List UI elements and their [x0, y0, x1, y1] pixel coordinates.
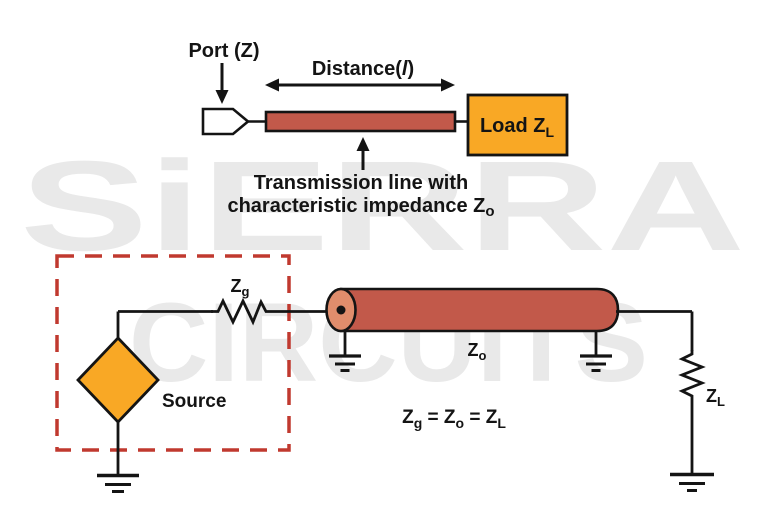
equation-sub3: L: [497, 415, 506, 431]
zl-label-main: Z: [706, 386, 717, 406]
load-label-main: Load Z: [480, 115, 546, 137]
zo-label-main: Z: [468, 340, 479, 360]
distance-arrowhead-right-icon: [441, 78, 455, 92]
impedance-matching-equation: Zg = Zo = ZL: [402, 407, 506, 431]
load-box-label: Load ZL: [480, 115, 555, 140]
resistor-zg-icon: [211, 297, 272, 326]
zg-label-main: Z: [231, 276, 242, 296]
port-label: Port (Z): [188, 40, 259, 62]
ground-icon-right: [580, 331, 612, 372]
resistor-zl-icon: [678, 350, 706, 403]
distance-arrowhead-left-icon: [265, 78, 279, 92]
zo-label: Zo: [468, 340, 487, 363]
caption-arrowhead-icon: [356, 137, 370, 151]
source-dashed-outline: [55, 254, 291, 452]
ground-icon-left: [329, 331, 361, 372]
zl-label-sub: L: [717, 394, 725, 409]
watermark-sierra: SiERRA: [20, 135, 745, 278]
coax-cylinder-body: [339, 287, 620, 333]
port-connector-icon: [201, 107, 251, 136]
load-box: [466, 93, 569, 157]
distance-label-post: ): [407, 58, 414, 80]
zl-label: ZL: [706, 386, 725, 409]
equation-z2: = Z: [422, 407, 456, 428]
coax-center-conductor-icon: [336, 305, 346, 315]
load-label-sub: L: [545, 124, 554, 140]
equation-z3: = Z: [464, 407, 498, 428]
caption-line2: characteristic impedance Zo: [227, 195, 494, 220]
equation-sub2: o: [456, 415, 465, 431]
equation-z1: Z: [402, 407, 414, 428]
ground-icon-load: [670, 472, 714, 492]
caption-line2-sub: o: [485, 203, 494, 220]
zg-label-sub: g: [242, 284, 250, 299]
distance-length-symbol: l: [402, 58, 408, 80]
port-arrowhead-icon: [215, 90, 229, 104]
distance-label-pre: Distance(: [312, 58, 402, 80]
distance-label: Distance(l): [312, 58, 414, 80]
transmission-line-bar: [264, 110, 457, 133]
ground-icon-source: [97, 473, 139, 493]
zg-label: Zg: [231, 276, 250, 299]
equation-sub1: g: [414, 415, 423, 431]
caption-line1: Transmission line with: [254, 172, 469, 194]
source-label: Source: [162, 391, 226, 412]
zo-label-sub: o: [479, 348, 487, 363]
caption-line2-main: characteristic impedance Z: [227, 195, 485, 217]
